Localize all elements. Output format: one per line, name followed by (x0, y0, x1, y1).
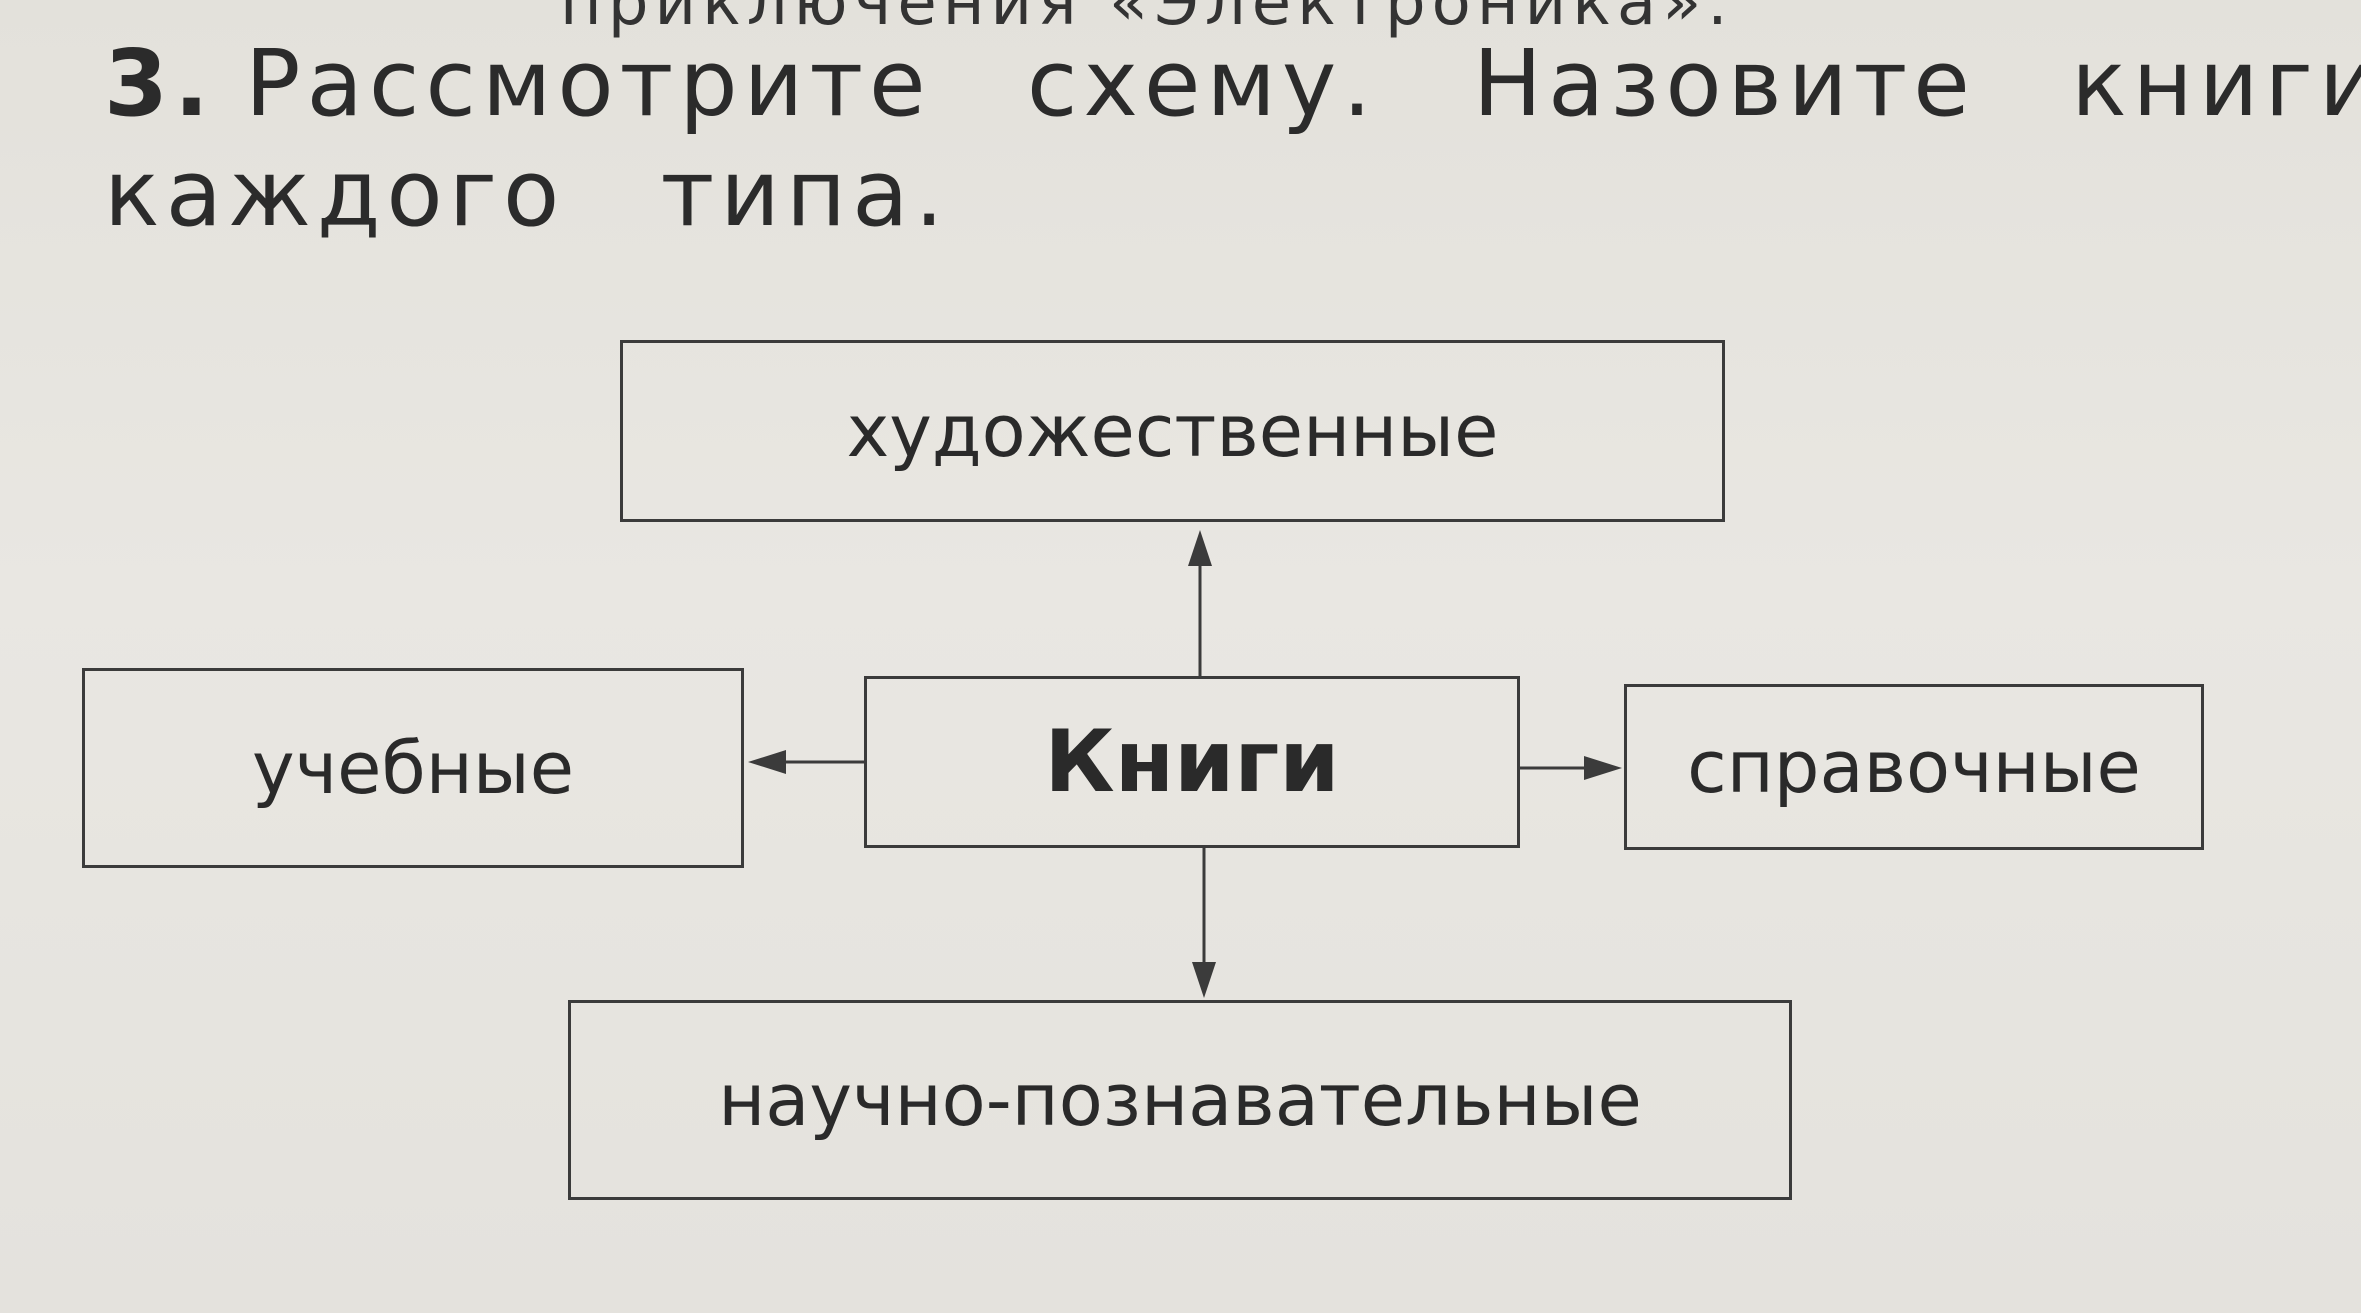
arrowhead-down (1192, 962, 1216, 998)
diagram-node-reference: справочные (1624, 684, 2204, 850)
arrowhead-right (1584, 756, 1622, 780)
cut-off-previous-line: приключения «Электроника». (560, 0, 1734, 40)
node-label-educational: учебные (251, 726, 575, 810)
task-heading: 3. Рассмотрите схему. Назовите книги (104, 30, 2361, 137)
node-label-science: научно-познавательные (718, 1058, 1642, 1142)
arrowhead-up (1188, 530, 1212, 566)
task-text-line2: каждого типа. (104, 140, 950, 247)
node-label-books: Книги (1044, 712, 1340, 812)
diagram-node-science: научно-познавательные (568, 1000, 1792, 1200)
arrowhead-left (748, 750, 786, 774)
node-label-fiction: художественные (846, 389, 1499, 473)
task-number: 3. (104, 30, 215, 137)
task-text-line1: Рассмотрите схему. Назовите книги (244, 30, 2361, 137)
diagram-node-books: Книги (864, 676, 1520, 848)
node-label-reference: справочные (1687, 725, 2141, 809)
diagram-node-educational: учебные (82, 668, 744, 868)
diagram-node-fiction: художественные (620, 340, 1725, 522)
